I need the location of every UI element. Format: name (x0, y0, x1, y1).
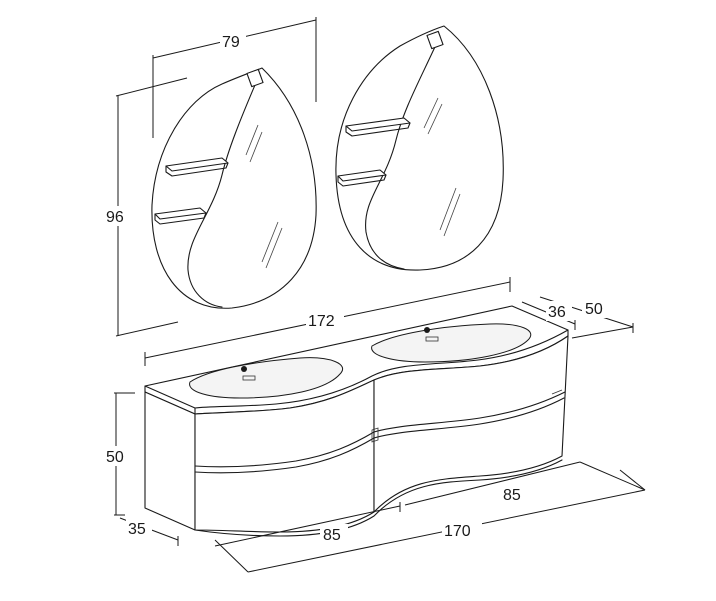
right-tap-icon (424, 327, 430, 333)
right-drawer-divider (373, 391, 566, 433)
label-top-depth-outer: 50 (585, 301, 603, 318)
label-cabinet-depth: 35 (128, 521, 146, 538)
vanity-unit (144, 305, 569, 537)
right-mirror-frame (335, 25, 504, 271)
left-basin (189, 357, 343, 399)
right-mirror-hook-icon (426, 30, 444, 50)
left-tap-icon (241, 366, 247, 372)
left-mirror-hook-icon (246, 68, 264, 88)
left-mirror (151, 67, 317, 309)
label-cabinet-total: 170 (444, 523, 471, 540)
right-basin (371, 323, 531, 363)
left-drawer-divider (194, 431, 375, 468)
label-mirror-width: 79 (222, 34, 240, 51)
label-cabinet-height: 50 (106, 449, 124, 466)
label-cabinet-front-left: 85 (323, 527, 341, 544)
label-top-width: 172 (308, 313, 335, 330)
label-mirror-height: 96 (106, 209, 124, 226)
dimension-labels: 79 96 172 36 50 50 35 85 85 170 (104, 30, 610, 544)
right-mirror-edge (365, 35, 441, 270)
vanity-side-panel (144, 391, 196, 531)
left-mirror-edge (187, 77, 259, 308)
right-mirror (335, 25, 504, 271)
right-cabinet-front (373, 335, 569, 513)
left-mirror-frame (151, 67, 317, 309)
label-cabinet-front-right: 85 (503, 487, 521, 504)
label-top-depth-inner: 36 (548, 304, 566, 321)
